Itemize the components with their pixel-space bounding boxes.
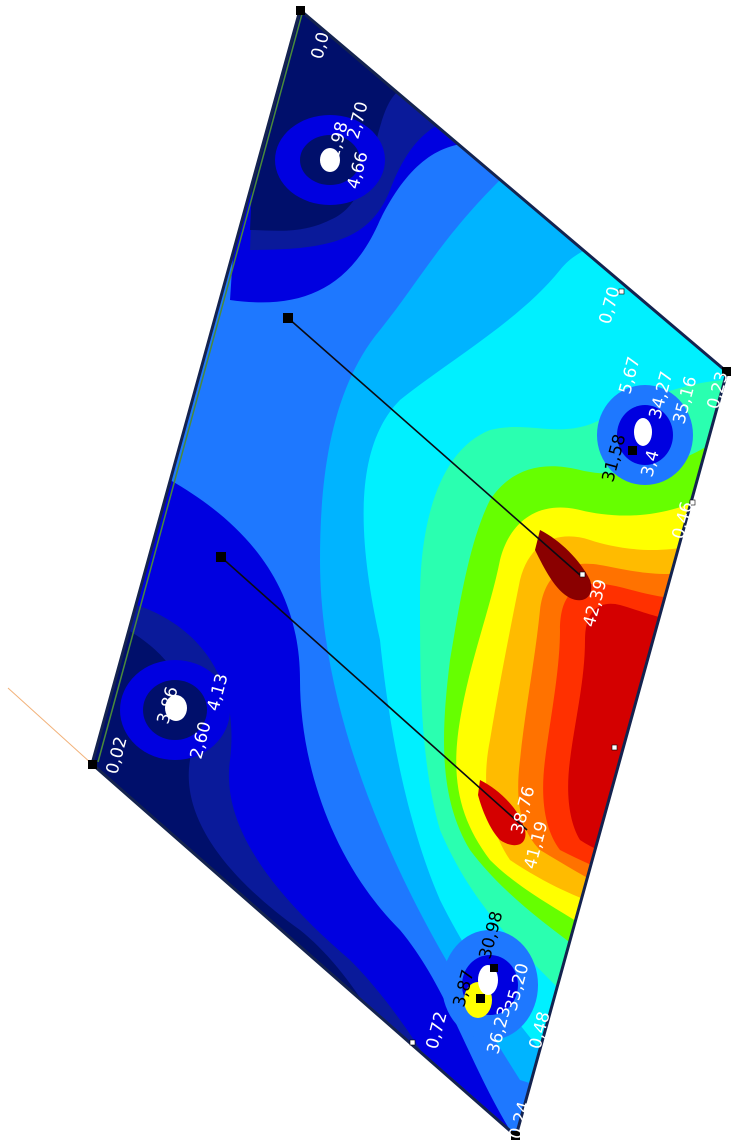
corner-node <box>296 6 305 15</box>
beam-line-upper <box>287 317 581 576</box>
corner-node <box>511 1131 520 1140</box>
column-void-left <box>165 695 187 721</box>
axis-trace-left <box>7 687 93 765</box>
column-node <box>628 446 637 455</box>
corner-node <box>88 760 97 769</box>
beam-line-lower <box>220 556 528 831</box>
contour-band-red <box>568 603 727 1136</box>
boundary-marker <box>618 288 625 295</box>
boundary-marker <box>689 499 696 506</box>
beam-node <box>216 552 226 562</box>
column-node <box>476 994 485 1003</box>
boundary-marker <box>409 1039 416 1046</box>
column-void-top <box>320 148 340 172</box>
column-void-bottom <box>478 965 498 995</box>
corner-node <box>722 367 731 376</box>
column-node <box>490 964 498 972</box>
boundary-marker <box>579 571 586 578</box>
boundary-marker <box>611 744 618 751</box>
column-void-right <box>634 418 652 446</box>
slab-edge-trim <box>97 13 303 763</box>
beam-node <box>283 313 293 323</box>
